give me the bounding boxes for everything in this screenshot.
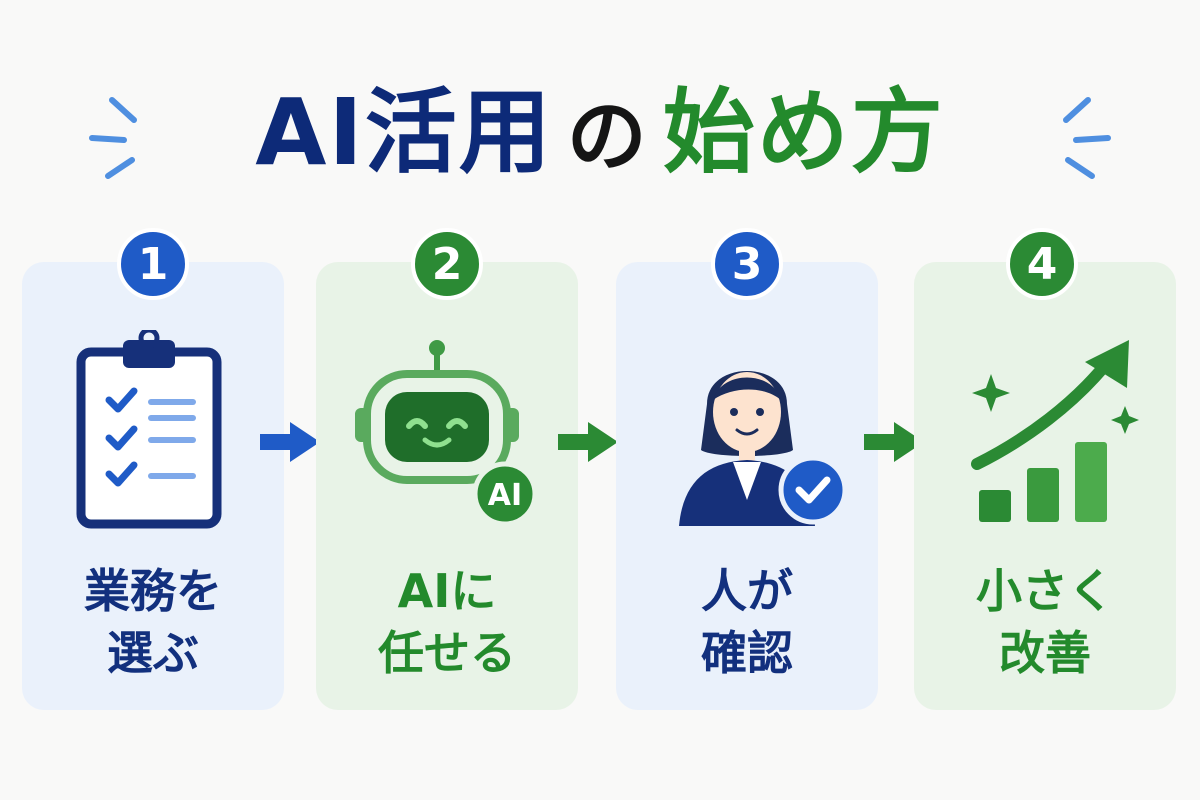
title-part-start: 始め方 — [662, 79, 945, 186]
person-check-icon — [679, 371, 848, 526]
burst-lines-right-icon — [1063, 97, 1111, 179]
step-label-4-line1: 小さく — [976, 564, 1114, 618]
arrow-right-icon — [558, 422, 618, 462]
step-label-3-line1: 人が — [701, 564, 793, 618]
step-label-4-line2: 改善 — [999, 626, 1091, 680]
step-number-badge-1: 1 — [117, 228, 189, 300]
title-part-ai: AI活用 — [255, 79, 553, 186]
page-title: AI活用の始め方 — [255, 87, 944, 179]
arrow-right-icon — [864, 422, 924, 462]
title: AI活用の始め方 — [0, 68, 1200, 198]
burst-lines-left-icon — [89, 97, 137, 179]
step-label-1: 業務を 選ぶ — [22, 560, 284, 684]
step-number-badge-2: 2 — [411, 228, 483, 300]
growth-chart-icon — [971, 340, 1139, 522]
clipboard-checklist-icon — [76, 330, 222, 529]
step-number-badge-3: 3 — [711, 228, 783, 300]
step-label-1-line2: 選ぶ — [107, 626, 199, 680]
title-part-no: の — [566, 90, 649, 183]
step-label-3: 人が 確認 — [616, 560, 878, 684]
step-label-2: AIに 任せる — [316, 560, 578, 684]
arrow-right-icon — [260, 422, 320, 462]
ai-badge-text: AI — [488, 478, 522, 513]
step-label-2-line2: 任せる — [378, 626, 516, 680]
step-number-badge-4: 4 — [1006, 228, 1078, 300]
step-label-4: 小さく 改善 — [914, 560, 1176, 684]
step-label-1-line1: 業務を — [84, 564, 222, 618]
step-label-3-line2: 確認 — [701, 626, 793, 680]
ai-robot-icon: AI — [355, 340, 538, 527]
step-label-2-line1: AIに — [397, 564, 497, 618]
